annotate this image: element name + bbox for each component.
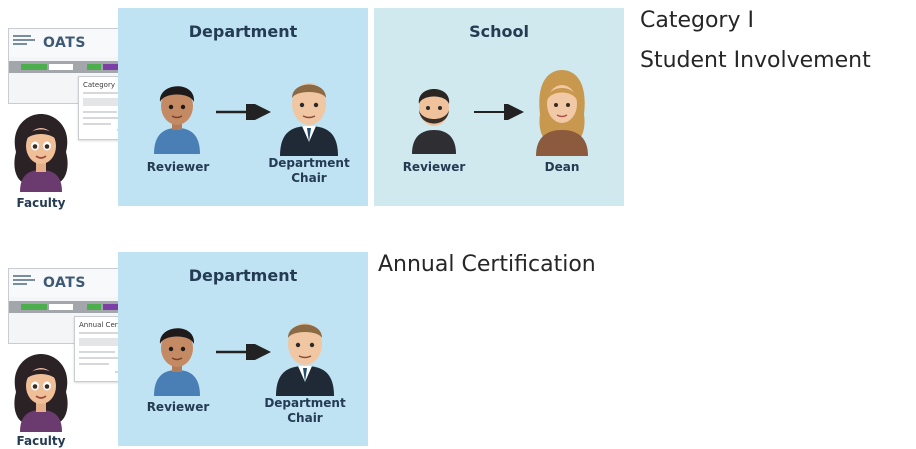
status-pill-white (49, 304, 73, 310)
faculty-avatar (14, 114, 68, 192)
form-title: Category 1 Form (83, 81, 142, 89)
school-panel: School Reviewer Dean (374, 8, 624, 206)
arrow-icon (216, 344, 271, 360)
status-pill-green (21, 64, 47, 70)
department-chair-avatar (280, 83, 338, 156)
arrow-icon (474, 104, 524, 120)
dean-avatar (536, 70, 588, 156)
reviewer-avatar (154, 328, 200, 396)
department-chair-avatar (276, 323, 334, 396)
panel-title: Department (188, 22, 298, 41)
dean-label: Dean (544, 160, 580, 174)
university-logo-icon (13, 35, 35, 45)
status-pill-green (87, 64, 101, 70)
oats-logo: OATS (43, 35, 86, 51)
oats-app-window: OATS (8, 28, 136, 104)
department-panel: Department Reviewer Department Chair (118, 8, 368, 206)
status-pill-white (49, 64, 73, 70)
reviewer-label: Reviewer (402, 160, 466, 174)
status-pill-purple (103, 64, 121, 70)
department-chair-label: Department Chair (268, 156, 350, 185)
reviewer-label: Reviewer (146, 400, 210, 414)
reviewer-avatar (154, 86, 200, 154)
oats-logo: OATS (43, 275, 86, 291)
category-label: Category I (640, 8, 754, 33)
university-logo-icon (13, 275, 35, 285)
faculty-label: Faculty (16, 196, 66, 210)
annual-certification-label: Annual Certification (378, 252, 596, 277)
panel-title: School (469, 22, 529, 41)
status-pill-purple (103, 304, 121, 310)
department-panel: Department Reviewer Department Chair (118, 252, 368, 446)
faculty-label: Faculty (16, 434, 66, 448)
department-chair-label: Department Chair (264, 396, 346, 425)
arrow-icon (216, 104, 271, 120)
status-pill-green (87, 304, 101, 310)
status-pill-green (21, 304, 47, 310)
form-title: Annual Certification (79, 321, 149, 329)
panel-title: Department (188, 266, 298, 285)
reviewer-label: Reviewer (146, 160, 210, 174)
reviewer-avatar (412, 89, 456, 154)
faculty-avatar (14, 354, 68, 432)
category-label: Student Involvement (640, 48, 871, 73)
